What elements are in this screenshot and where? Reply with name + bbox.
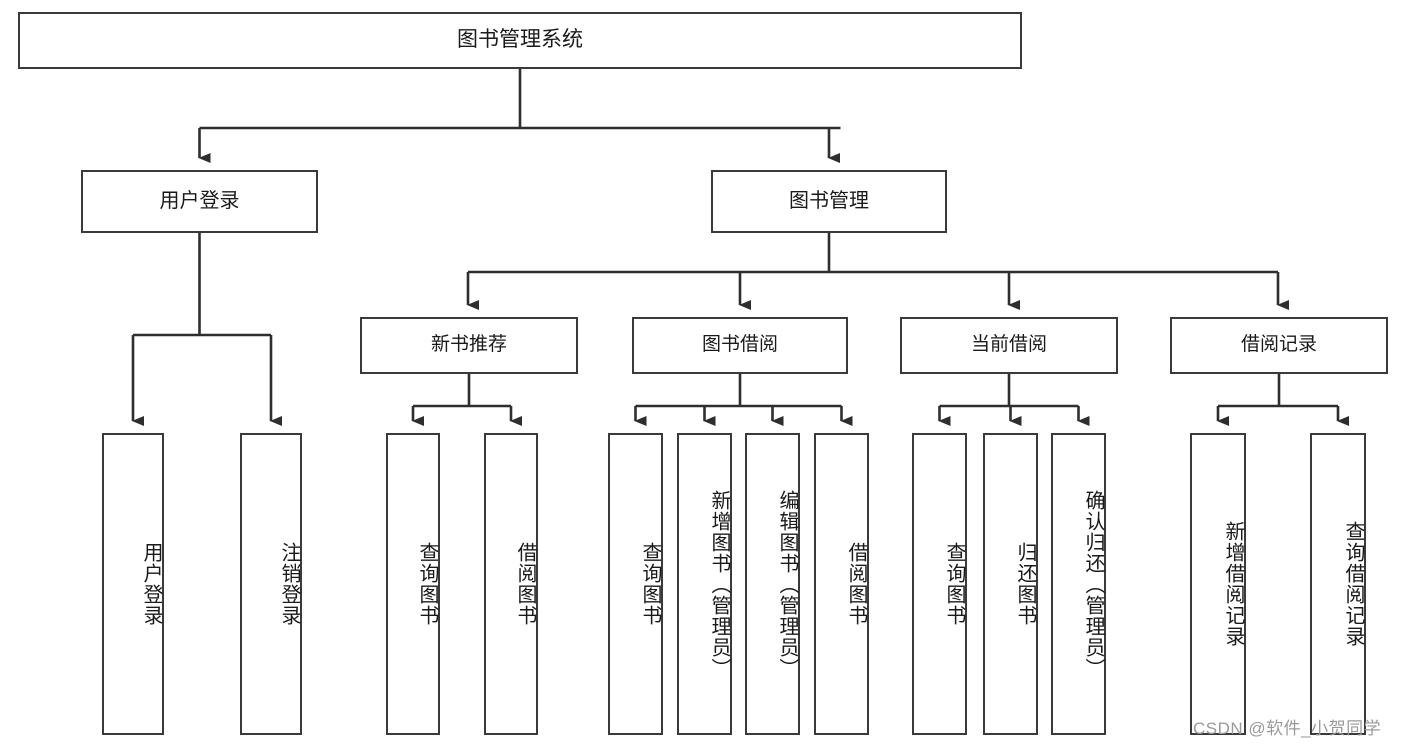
leaf-node-label: 新增图书（管理员） [708, 489, 730, 679]
node-current-borrow-label: 当前借阅 [970, 334, 1047, 356]
node-book-management[interactable]: 图书管理 [711, 170, 947, 233]
node-book-management-label: 图书管理 [789, 189, 869, 212]
node-user-login-label: 用户登录 [159, 189, 240, 212]
leaf-node-label: 借阅图书 [514, 542, 536, 626]
leaf-node[interactable]: 确认归还（管理员） [1051, 433, 1106, 735]
leaf-node[interactable]: 借阅图书 [814, 433, 869, 735]
leaf-node[interactable]: 查询图书 [386, 433, 440, 735]
leaf-node-label: 编辑图书（管理员） [776, 489, 798, 679]
node-borrow-records-label: 借阅记录 [1240, 334, 1317, 356]
csdn-watermark: CSDN @软件_小贺同学 [1193, 719, 1382, 738]
leaf-node[interactable]: 查询图书 [608, 433, 663, 735]
leaf-node-label: 确认归还（管理员） [1082, 489, 1104, 679]
leaf-node[interactable]: 注销登录 [240, 433, 302, 735]
leaf-node-label: 借阅图书 [845, 542, 867, 626]
node-root-label: 图书管理系统 [457, 28, 583, 52]
node-borrow-records[interactable]: 借阅记录 [1170, 317, 1388, 374]
leaf-node[interactable]: 借阅图书 [484, 433, 538, 735]
node-new-book-recommend-label: 新书推荐 [430, 334, 507, 356]
leaf-node-label: 查询图书 [943, 542, 965, 626]
leaf-node-label: 用户登录 [140, 542, 162, 626]
leaf-node[interactable]: 新增借阅记录 [1190, 433, 1246, 735]
node-new-book-recommend[interactable]: 新书推荐 [360, 317, 578, 374]
node-user-login[interactable]: 用户登录 [81, 170, 318, 233]
leaf-node[interactable]: 编辑图书（管理员） [745, 433, 800, 735]
node-book-borrow[interactable]: 图书借阅 [632, 317, 848, 374]
leaf-node-label: 注销登录 [278, 542, 300, 626]
node-book-borrow-label: 图书借阅 [701, 334, 778, 356]
leaf-node-label: 归还图书 [1014, 542, 1036, 626]
leaf-node[interactable]: 查询图书 [912, 433, 967, 735]
leaf-node-label: 查询图书 [639, 542, 661, 626]
leaf-node-label: 新增借阅记录 [1222, 521, 1244, 647]
leaf-node-label: 查询图书 [416, 542, 438, 626]
leaf-node-label: 查询借阅记录 [1342, 521, 1364, 647]
node-root[interactable]: 图书管理系统 [18, 12, 1022, 69]
leaf-node[interactable]: 归还图书 [983, 433, 1038, 735]
node-current-borrow[interactable]: 当前借阅 [900, 317, 1118, 374]
leaf-node[interactable]: 用户登录 [102, 433, 164, 735]
leaf-node[interactable]: 查询借阅记录 [1310, 433, 1366, 735]
leaf-node[interactable]: 新增图书（管理员） [677, 433, 732, 735]
